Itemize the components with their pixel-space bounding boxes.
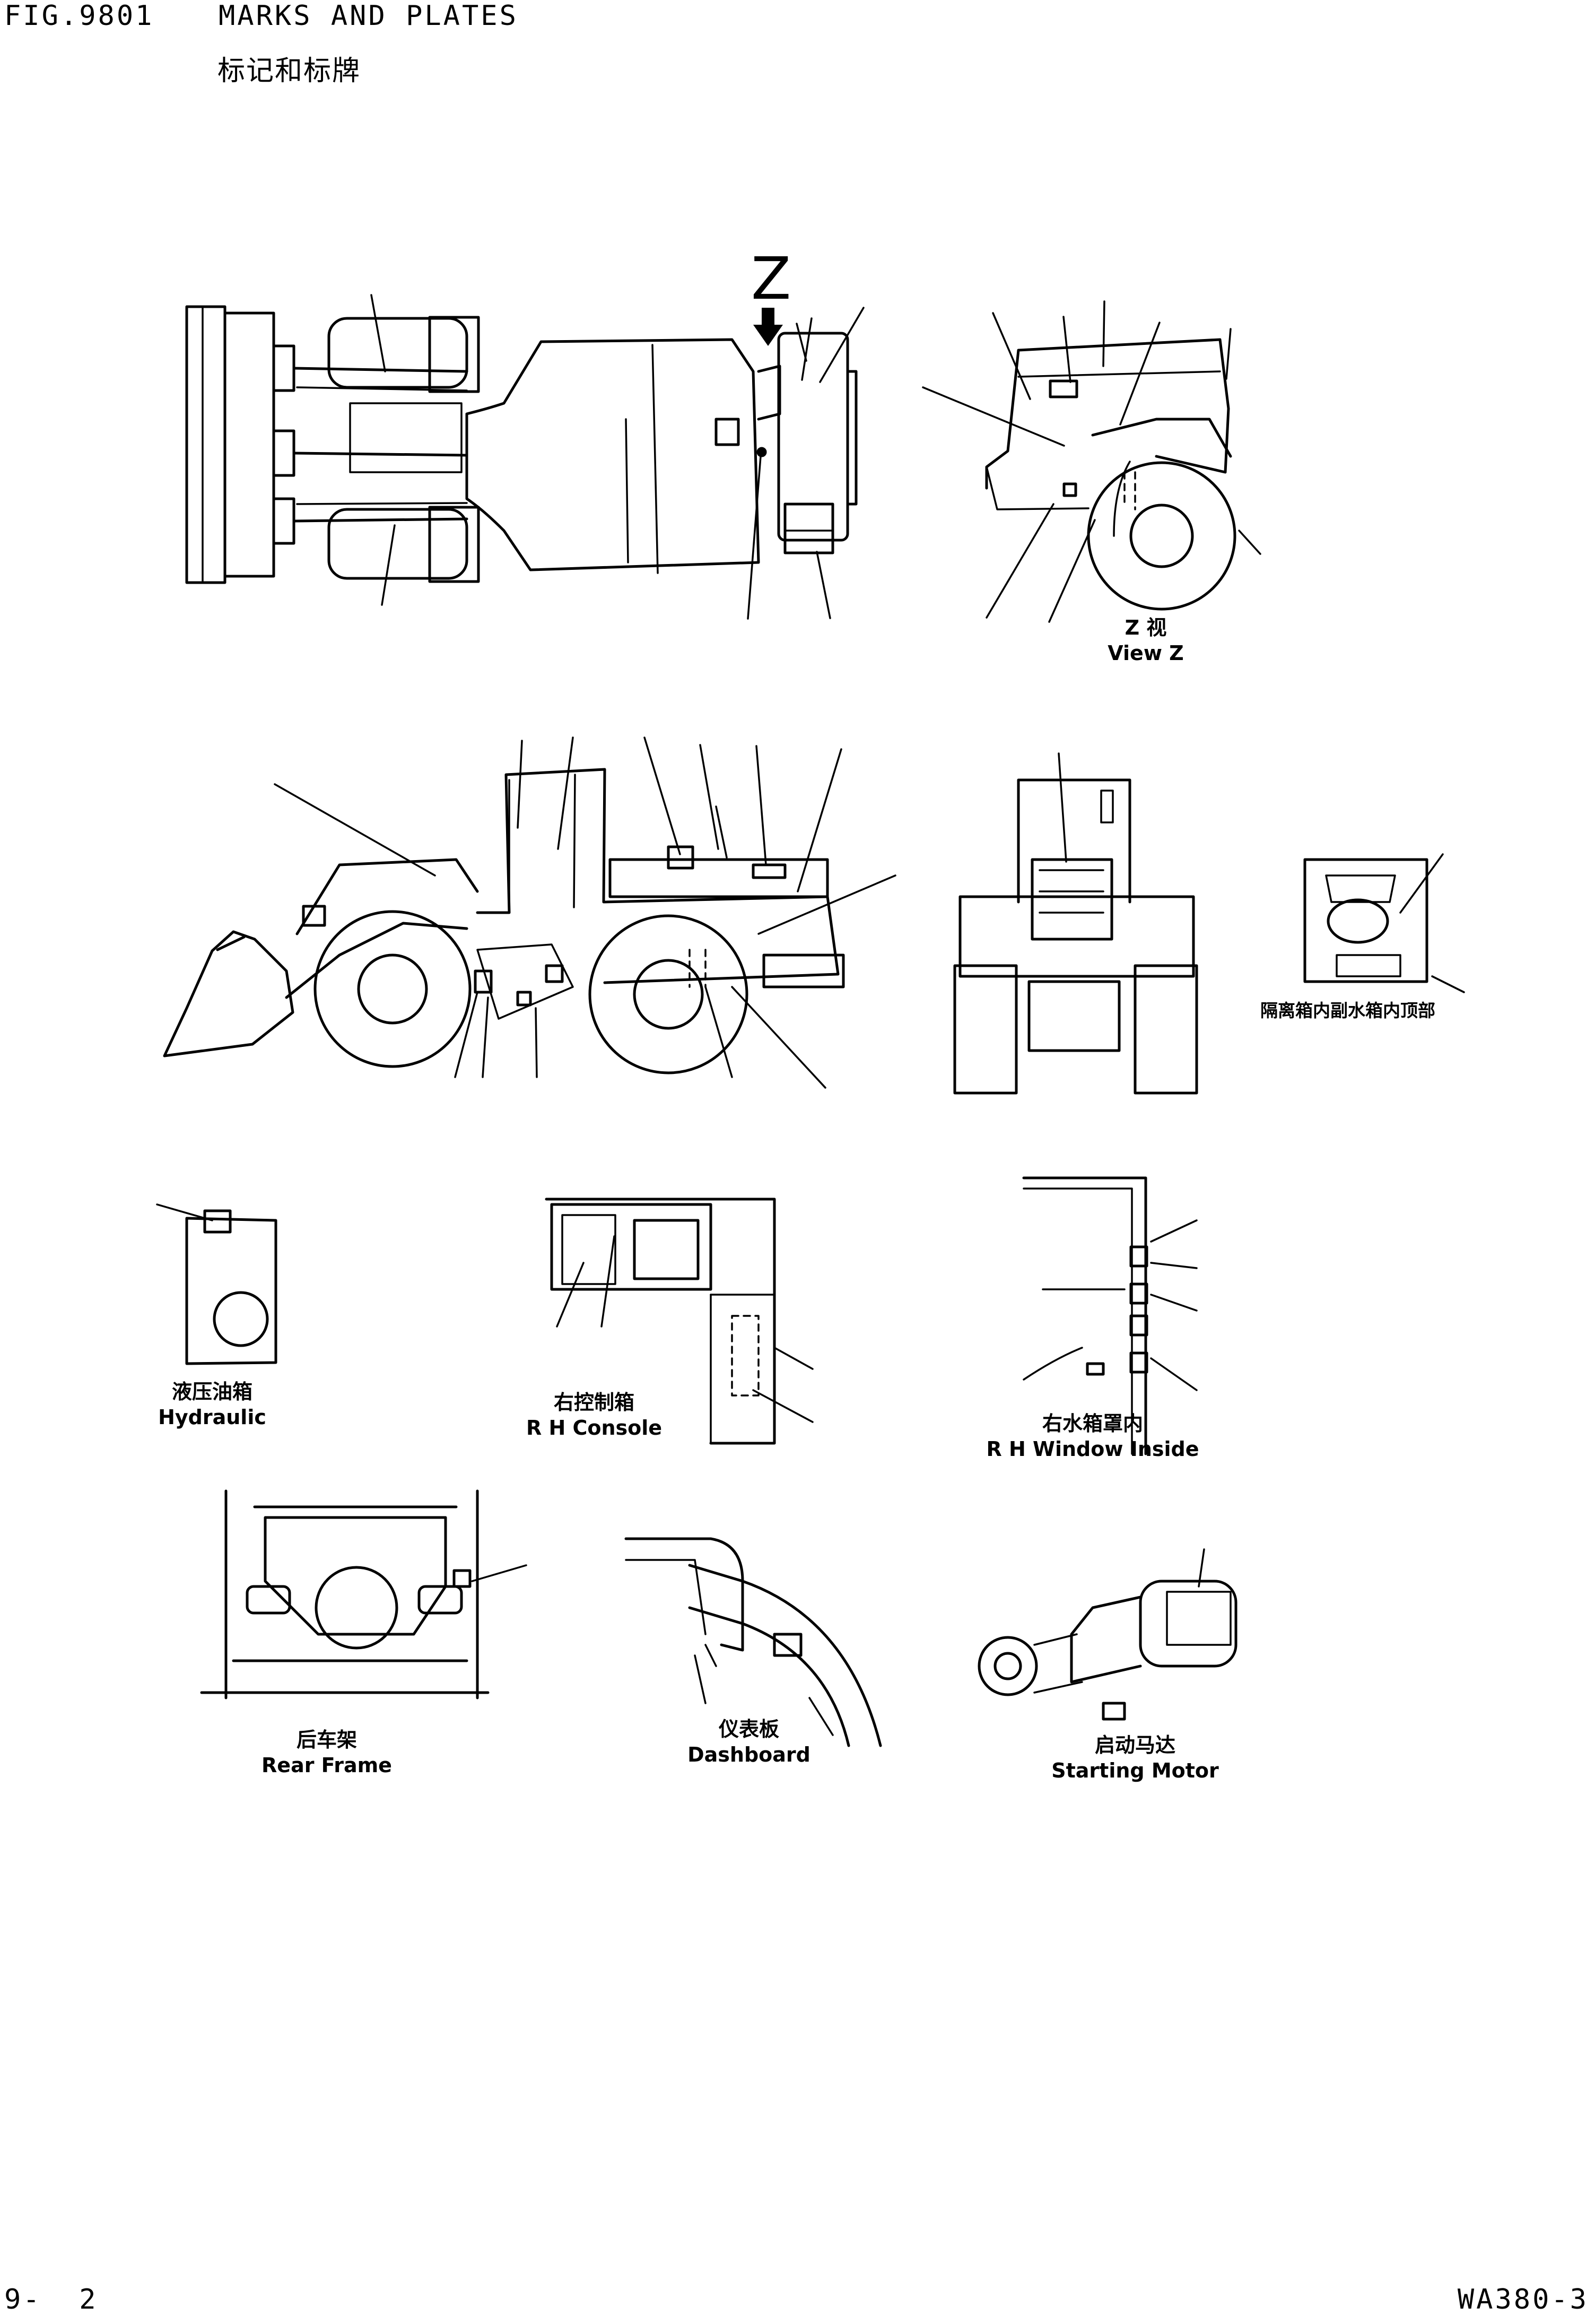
- starting-motor-caption-cn: 启动马达: [1094, 1733, 1175, 1757]
- hydraulic-caption-en: Hydraulic: [158, 1405, 266, 1429]
- view-z-arrow: [753, 308, 783, 346]
- rh-window-caption-cn: 右水箱罩内: [1042, 1412, 1143, 1435]
- side-view-drawing: [163, 736, 896, 1089]
- top-view-drawing: [185, 294, 865, 620]
- rh-console-caption-cn: 右控制箱: [553, 1391, 634, 1414]
- arrow-z-label: Z: [751, 245, 791, 313]
- dashboard-caption: 仪表板 Dashboard: [687, 1717, 810, 1767]
- figure-title: MARKS AND PLATES: [219, 0, 518, 32]
- starting-motor-caption-en: Starting Motor: [1051, 1758, 1219, 1782]
- rear-frame-caption-cn: 后车架: [296, 1728, 357, 1751]
- rh-console-caption-en: R H Console: [526, 1416, 663, 1440]
- starting-motor-caption: 启动马达 Starting Motor: [1051, 1733, 1219, 1783]
- dashboard-caption-cn: 仪表板: [718, 1718, 779, 1741]
- view-z-drawing: [922, 300, 1261, 623]
- subtank-note: 隔离箱内副水箱内顶部: [1260, 1000, 1435, 1021]
- rear-frame-caption-en: Rear Frame: [262, 1753, 392, 1777]
- page-number: 9- 2: [4, 2284, 98, 2316]
- dashboard-caption-en: Dashboard: [687, 1742, 810, 1766]
- hydraulic-caption: 液压油箱 Hydraulic: [158, 1380, 266, 1430]
- view-z-caption-en: View Z: [1108, 641, 1184, 665]
- rear-frame-drawing: [200, 1489, 527, 1699]
- rh-window-drawing: [1022, 1176, 1198, 1455]
- figure-number: FIG.9801: [4, 0, 154, 32]
- subtank-drawing: [1303, 853, 1465, 993]
- rh-console-caption: 右控制箱 R H Console: [526, 1390, 662, 1441]
- hydraulic-tank-drawing: [156, 1203, 277, 1365]
- view-z-caption-cn: Z 视: [1125, 616, 1167, 639]
- hydraulic-caption-cn: 液压油箱: [171, 1380, 253, 1403]
- rh-window-caption-en: R H Window Inside: [986, 1437, 1199, 1461]
- rh-window-caption: 右水箱罩内 R H Window Inside: [987, 1411, 1199, 1462]
- rear-frame-caption: 后车架 Rear Frame: [262, 1728, 392, 1778]
- view-z-caption: Z 视 View Z: [1108, 615, 1183, 666]
- figure-title-cn: 标记和标牌: [217, 55, 361, 87]
- dashboard-drawing: [624, 1537, 882, 1747]
- rear-view-drawing: [953, 752, 1198, 1095]
- rh-console-drawing: [545, 1198, 814, 1445]
- model-number: WA380-3: [1457, 2284, 1589, 2316]
- starting-motor-drawing: [978, 1548, 1237, 1721]
